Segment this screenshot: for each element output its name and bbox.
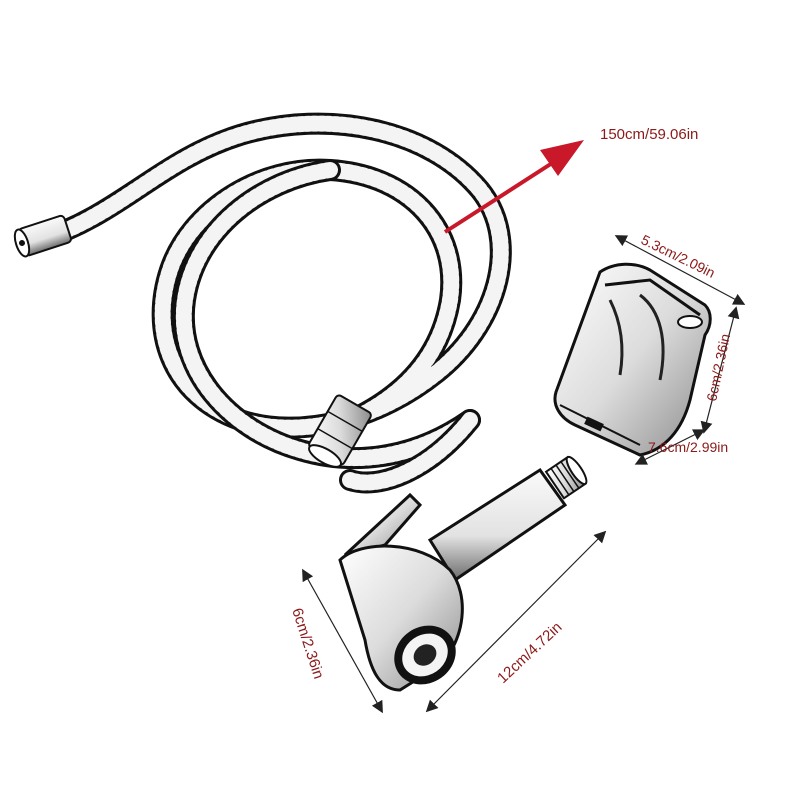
hose-length-arrow <box>443 140 584 234</box>
holder-height-label: 6cm/2.36in <box>703 332 733 402</box>
sprayer-length-dimension <box>425 530 607 713</box>
holder-depth-dimension <box>634 429 706 465</box>
hose-nut-fitting <box>308 394 372 468</box>
sprayer-height-dimension <box>302 568 383 714</box>
hose-end-fitting <box>13 214 72 258</box>
hose-length-label: 150cm/59.06in <box>600 126 698 143</box>
holder-width-dimension <box>614 235 746 305</box>
holder-height-dimension <box>700 306 740 434</box>
holder-depth-label: 7.6cm/2.99in <box>648 439 728 455</box>
shower-hose <box>29 112 512 494</box>
wall-holder <box>553 262 712 457</box>
sprayer-height-label: 6cm/2.36in <box>288 606 327 681</box>
sprayer-length-label: 12cm/4.72in <box>494 619 565 687</box>
